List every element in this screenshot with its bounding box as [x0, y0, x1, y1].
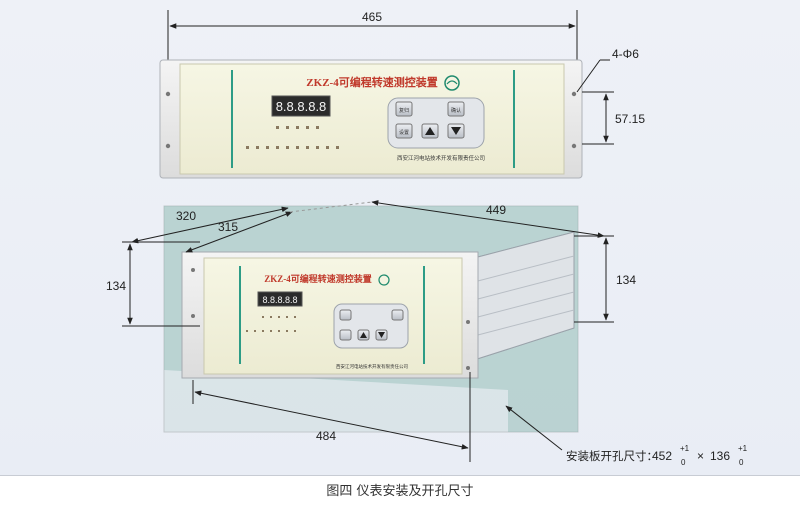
mount-hole [571, 143, 577, 149]
digital-display [271, 95, 331, 117]
figure-caption: 图四 仪表安装及开孔尺寸 [326, 484, 474, 499]
dimension-line-484 [194, 390, 469, 450]
cutout-leader-line [505, 405, 563, 451]
cutout-spec-label: 安装板开孔尺寸： [566, 449, 658, 463]
separator-line [0, 475, 800, 476]
extension-line [289, 201, 373, 213]
cutout-height-value: 136 [710, 449, 730, 463]
dim-134-left-label: 134 [106, 279, 126, 293]
down-arrow-icon [378, 332, 385, 338]
confirm-button-3d[interactable] [391, 309, 404, 321]
top-view: 465 ZKZ-4可编程转速测控装置 8.8.8.8.8 复归 确认 设 [159, 10, 645, 179]
manufacturer-label-3d: 西安江河电站技术开发有限责任公司 [336, 363, 408, 370]
company-logo-icon [378, 274, 390, 286]
cutout-width-value: 452 [652, 449, 672, 463]
reset-button-label: 复归 [399, 107, 409, 114]
device-title: ZKZ-4可编程转速测控装置 [306, 75, 437, 89]
cutout-width-tol-plus: +1 [680, 444, 690, 453]
mount-hole [466, 366, 470, 370]
dim-57-label: 57.15 [615, 112, 645, 126]
mount-hole [571, 91, 577, 97]
mount-hole [165, 91, 171, 97]
cutout-height-tol-plus: +1 [738, 444, 748, 453]
dim-134-right-label: 134 [616, 273, 636, 287]
mount-hole [466, 320, 470, 324]
confirm-button-label: 确认 [451, 107, 461, 114]
device-title-3d: ZKZ-4可编程转速测控装置 [264, 273, 372, 284]
digital-display-3d [257, 291, 303, 307]
dim-484-label: 484 [316, 429, 336, 443]
front-panel [179, 63, 565, 175]
cutout-height-tol-zero: 0 [739, 458, 744, 467]
led-indicators [246, 316, 296, 332]
reset-button-3d[interactable] [339, 309, 352, 321]
dim-465-label: 465 [362, 10, 382, 24]
dim-449-label: 449 [486, 203, 506, 217]
cutout-width-tol-zero: 0 [681, 458, 686, 467]
hole-spec-label: 4-Φ6 [612, 47, 639, 61]
led-indicators [246, 126, 339, 149]
dimension-line-449 [371, 200, 605, 238]
set-button[interactable] [395, 123, 413, 139]
diagram-canvas: 465 ZKZ-4可编程转速测控装置 8.8.8.8.8 复归 确认 设 [0, 0, 800, 475]
keypad-3d [333, 303, 409, 349]
front-panel-3d [203, 257, 463, 375]
bottom-view: ZKZ-4可编程转速测控装置 8.8.8.8.8 西安江河电站技术开发有限责任公… [106, 200, 748, 467]
installation-drawing: 465 ZKZ-4可编程转速测控装置 8.8.8.8.8 复归 确认 设 [106, 10, 748, 467]
dim-320-label: 320 [176, 209, 196, 223]
down-arrow-icon [451, 127, 461, 135]
times-sign: × [697, 449, 704, 463]
mount-hole [191, 268, 195, 272]
mount-hole [191, 314, 195, 318]
manufacturer-label: 西安江河电站技术开发有限责任公司 [397, 154, 485, 162]
dim-315-label: 315 [218, 220, 238, 234]
display-digits: 8.8.8.8.8 [276, 99, 327, 114]
up-arrow-icon [425, 127, 435, 135]
set-button-label: 设置 [399, 129, 409, 136]
display-digits-3d: 8.8.8.8.8 [262, 295, 297, 305]
confirm-button[interactable] [447, 101, 465, 117]
mount-hole [165, 143, 171, 149]
reset-button[interactable] [395, 101, 413, 117]
up-arrow-icon [360, 332, 367, 338]
dimension-line-315 [185, 211, 293, 253]
set-button-3d[interactable] [339, 329, 352, 341]
hole-leader-line [576, 59, 601, 93]
company-logo-icon [444, 75, 460, 91]
chassis-ribs [473, 255, 575, 337]
